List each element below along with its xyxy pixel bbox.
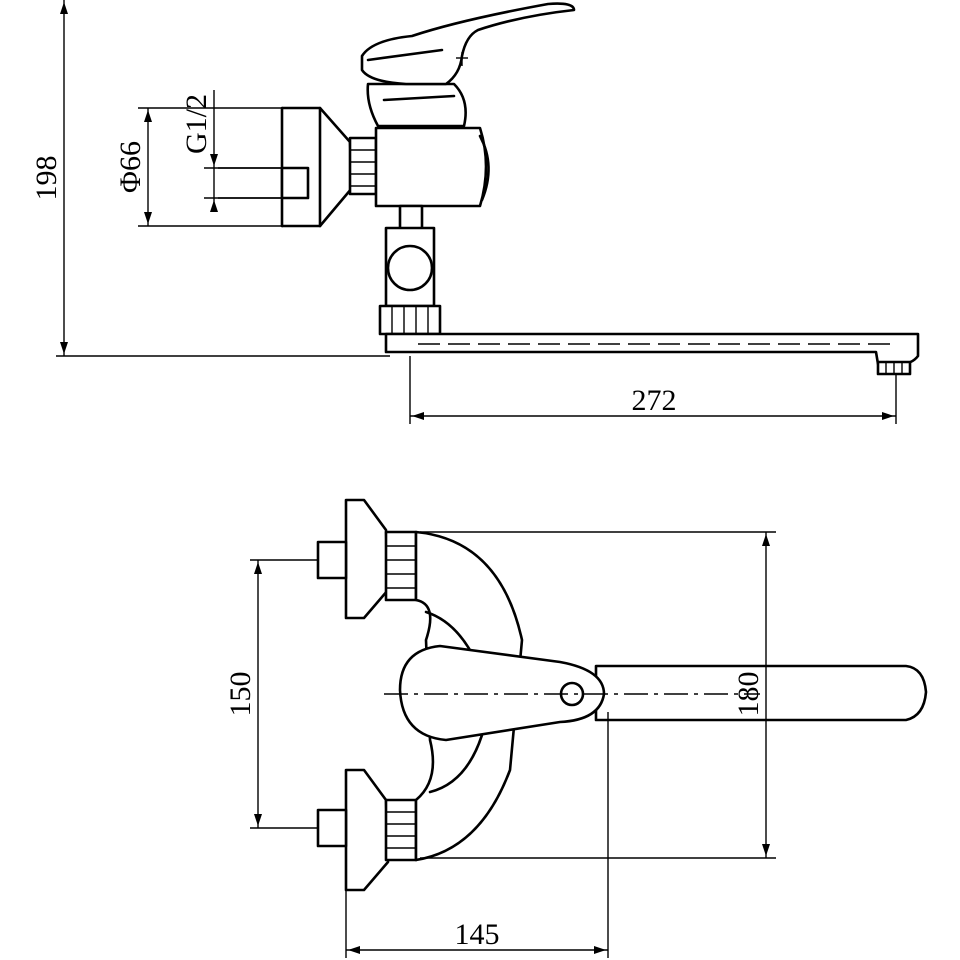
wall-flange bbox=[218, 106, 354, 228]
upper-inlet bbox=[316, 498, 418, 620]
lever-handle bbox=[360, 2, 576, 86]
dim-label-145: 145 bbox=[455, 918, 500, 951]
dim-label-198: 198 bbox=[30, 156, 63, 201]
diverter-stem bbox=[378, 204, 442, 336]
mixer-body bbox=[366, 82, 490, 208]
dim-label-272: 272 bbox=[632, 384, 677, 417]
dimension-offset-145: 145 bbox=[345, 712, 609, 958]
lever-top bbox=[398, 644, 606, 742]
spout-top bbox=[594, 664, 928, 722]
dim-label-180: 180 bbox=[732, 672, 765, 717]
dimension-height-198: 198 bbox=[30, 0, 390, 357]
dimension-reach-272: 272 bbox=[409, 356, 897, 424]
inlet-nut bbox=[348, 136, 378, 196]
dim-label-150: 150 bbox=[224, 672, 257, 717]
spout bbox=[384, 332, 920, 376]
dimension-width-180: 180 bbox=[420, 531, 776, 859]
side-view: 198 Φ66 G1/2 bbox=[30, 0, 920, 424]
dim-label-g12: G1/2 bbox=[180, 94, 213, 154]
lower-inlet bbox=[316, 768, 418, 892]
top-view: 150 180 145 bbox=[224, 498, 928, 958]
dimension-spacing-150: 150 bbox=[224, 559, 318, 829]
dim-label-phi66: Φ66 bbox=[114, 141, 147, 193]
